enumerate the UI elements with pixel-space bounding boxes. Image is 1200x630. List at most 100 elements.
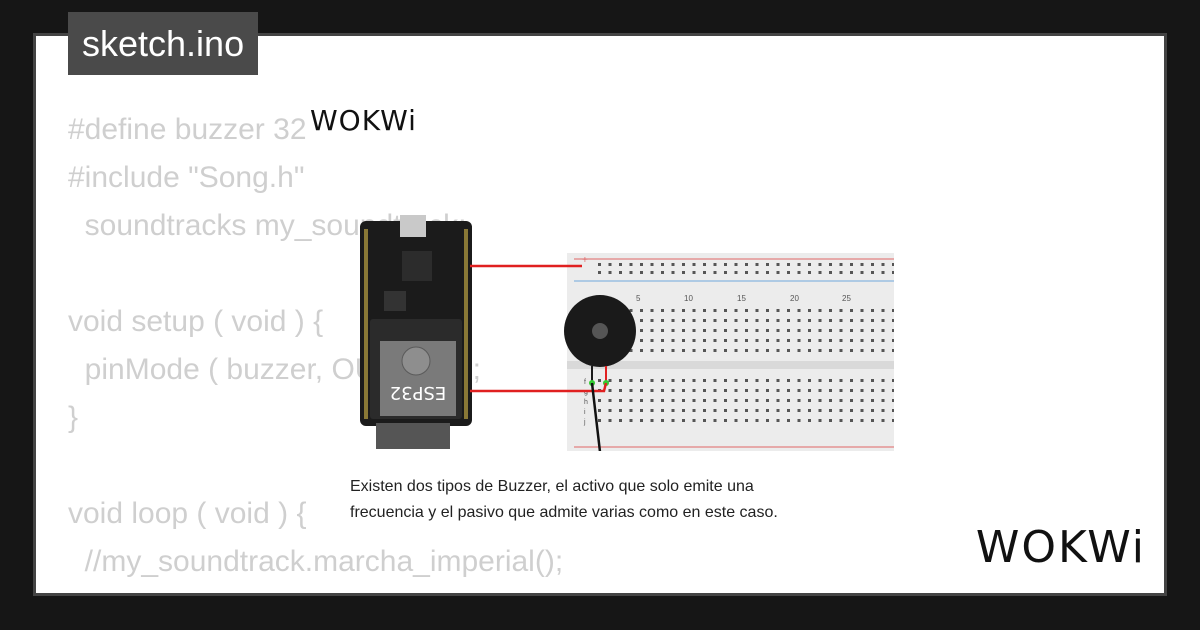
breadboard-hole [661,329,664,332]
breadboard-hole [650,349,654,352]
breadboard-hole [682,319,685,322]
breadboard-hole [703,399,706,402]
breadboard-hole [818,349,822,352]
breadboard-hole [808,339,811,342]
breadboard-hole [839,309,843,312]
breadboard-hole [692,349,696,352]
breadboard-hole [839,379,843,382]
breadboard-hole [881,409,885,412]
breadboard-holes [598,263,894,422]
breadboard-hole [619,271,622,274]
breadboard-hole [619,379,622,382]
breadboard-hole [755,309,759,312]
breadboard-hole [608,379,612,382]
breadboard-hole [745,379,748,382]
row-label: g [584,389,588,396]
breadboard-hole [881,329,885,332]
breadboard-hole [713,389,717,392]
breadboard-hole [766,349,769,352]
breadboard-hole [787,309,790,312]
breadboard-hole [787,409,790,412]
breadboard-hole [818,389,822,392]
breadboard-hole [818,271,822,274]
breadboard-hole [892,379,894,382]
breadboard-hole [797,319,801,322]
breadboard-hole [755,319,759,322]
breadboard-hole [629,309,633,312]
breadboard-hole [881,399,885,402]
breadboard-hole [871,409,874,412]
breadboard-hole [619,419,622,422]
breadboard-hole [734,389,738,392]
breadboard-hole [818,399,822,402]
breadboard-hole [703,329,706,332]
breadboard-hole [755,419,759,422]
breadboard-hole [724,329,727,332]
breadboard-hole [755,271,759,274]
breadboard-hole [755,339,759,342]
breadboard-hole [734,349,738,352]
breadboard-hole [776,309,780,312]
breadboard-hole [871,399,874,402]
breadboard-hole [682,271,685,274]
breadboard-hole [682,399,685,402]
breadboard-hole [629,419,633,422]
row-label: f [584,379,586,386]
breadboard-hole [797,349,801,352]
breadboard-hole [776,399,780,402]
breadboard-hole [787,339,790,342]
breadboard-hole [724,271,727,274]
breadboard-hole [713,329,717,332]
breadboard-hole [640,339,643,342]
breadboard-hole [598,419,601,422]
breadboard-hole [860,329,864,332]
breadboard-hole [745,319,748,322]
breadboard-hole [734,263,738,266]
breadboard-hole [703,379,706,382]
breadboard-hole [839,319,843,322]
breadboard-hole [818,263,822,266]
breadboard-hole [850,319,853,322]
breadboard-hole [745,389,748,392]
breadboard-hole [724,379,727,382]
breadboard-hole [661,379,664,382]
breadboard-hole [640,389,643,392]
breadboard-hole [892,389,894,392]
col-label: 25 [842,294,851,303]
breadboard-hole [808,263,811,266]
breadboard-hole [755,263,759,266]
breadboard-hole [629,409,633,412]
breadboard-hole [598,379,601,382]
breadboard-hole [598,263,601,266]
breadboard-hole [734,379,738,382]
breadboard-hole [598,271,601,274]
breadboard-hole [839,271,843,274]
breadboard-hole [682,309,685,312]
breadboard-hole [766,271,769,274]
breadboard-hole [787,271,790,274]
breadboard-hole [850,263,853,266]
code-line: #include "Song.h" [68,161,305,194]
breadboard-hole [850,339,853,342]
breadboard-hole [692,329,696,332]
breadboard-hole [829,419,832,422]
breadboard-hole [881,389,885,392]
breadboard-hole [608,263,612,266]
breadboard-hole [713,419,717,422]
breadboard-hole [881,309,885,312]
breadboard-hole [640,263,643,266]
breadboard-hole [850,309,853,312]
breadboard-hole [881,339,885,342]
breadboard-hole [797,263,801,266]
breadboard-hole [860,419,864,422]
breadboard-hole [871,319,874,322]
breadboard-hole [629,263,633,266]
breadboard-hole [713,399,717,402]
breadboard-hole [766,389,769,392]
breadboard-hole [692,419,696,422]
breadboard-hole [808,379,811,382]
breadboard-hole [692,409,696,412]
breadboard-hole [850,409,853,412]
breadboard-hole [766,419,769,422]
breadboard-hole [682,389,685,392]
